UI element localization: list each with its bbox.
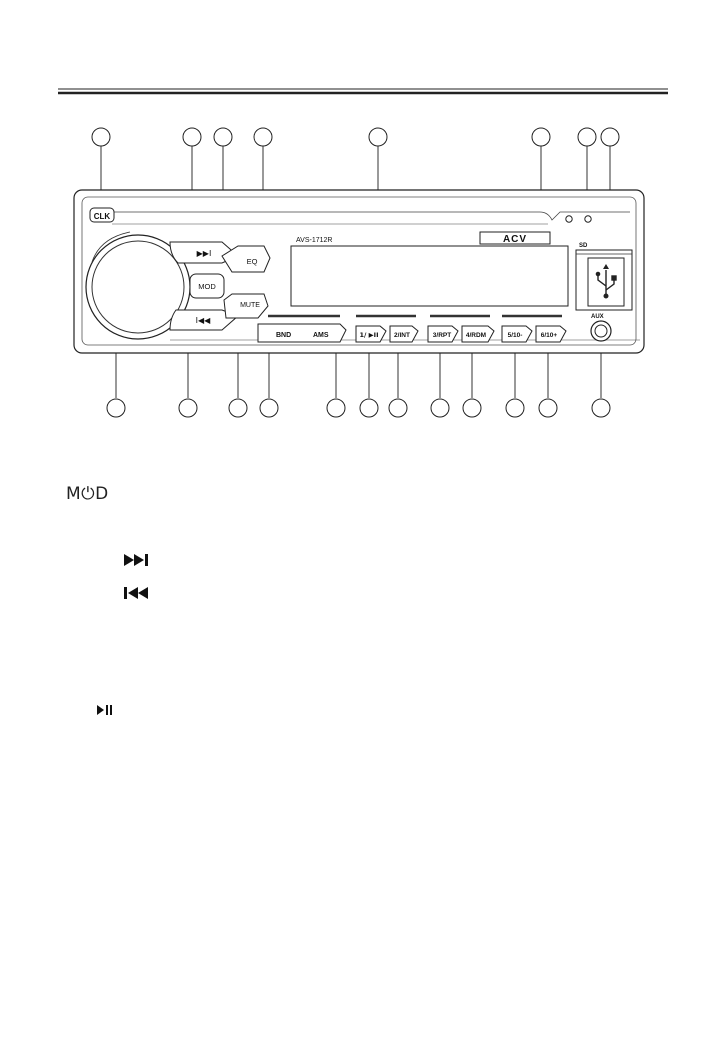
mod-power-symbol: M⏻D bbox=[66, 484, 109, 504]
aux-label: AUX bbox=[591, 314, 604, 320]
sd-label: SD bbox=[579, 243, 588, 249]
aux-jack[interactable] bbox=[590, 320, 612, 342]
next-track-icon: ▶▶I bbox=[197, 249, 212, 258]
eq-label: EQ bbox=[247, 257, 258, 266]
bnd-label: BND bbox=[276, 332, 291, 339]
mod-label: MOD bbox=[198, 282, 216, 291]
callout-6 bbox=[531, 127, 551, 147]
callout-12 bbox=[259, 398, 279, 418]
callout-14 bbox=[359, 398, 379, 418]
preset-2-label: 2/INT bbox=[394, 332, 410, 339]
usb-port[interactable] bbox=[587, 257, 625, 307]
callout-19 bbox=[538, 398, 558, 418]
callout-5 bbox=[368, 127, 388, 147]
play-pause-icon bbox=[97, 705, 112, 715]
callout-circles-top bbox=[91, 127, 620, 147]
callout-16 bbox=[430, 398, 450, 418]
next-track-icon bbox=[124, 554, 148, 566]
mute-label: MUTE bbox=[240, 302, 260, 309]
callout-9 bbox=[106, 398, 126, 418]
lcd-display bbox=[268, 231, 569, 318]
ams-label: AMS bbox=[313, 332, 329, 339]
preset-3-label: 3/RPT bbox=[433, 332, 451, 339]
prev-button[interactable] bbox=[169, 309, 239, 331]
callout-20 bbox=[591, 398, 611, 418]
preset-4-button[interactable] bbox=[461, 325, 495, 343]
preset-6-button[interactable] bbox=[535, 325, 567, 343]
preset-6-label: 6/10+ bbox=[541, 332, 558, 339]
preset-1-button[interactable] bbox=[355, 325, 387, 343]
callout-4 bbox=[253, 127, 273, 147]
preset-3-button[interactable] bbox=[427, 325, 459, 343]
clk-label: CLK bbox=[94, 212, 111, 221]
callout-15 bbox=[388, 398, 408, 418]
callout-11 bbox=[228, 398, 248, 418]
callout-17 bbox=[462, 398, 482, 418]
eq-button[interactable] bbox=[221, 245, 271, 273]
callout-7 bbox=[577, 127, 597, 147]
callout-circles-bottom bbox=[106, 398, 611, 418]
previous-track-icon bbox=[124, 587, 148, 599]
preset-5-label: 5/10- bbox=[508, 332, 523, 339]
preset-2-button[interactable] bbox=[389, 325, 419, 343]
volume-knob[interactable] bbox=[85, 231, 191, 340]
callout-10 bbox=[178, 398, 198, 418]
mute-button[interactable] bbox=[223, 293, 269, 319]
usb-icon bbox=[595, 264, 617, 299]
callout-3 bbox=[213, 127, 233, 147]
preset-1-label: 1/ ▶II bbox=[360, 331, 379, 339]
callout-13 bbox=[326, 398, 346, 418]
callout-18 bbox=[505, 398, 525, 418]
callout-1 bbox=[91, 127, 111, 147]
bnd-ams-button[interactable] bbox=[257, 323, 347, 343]
indicator-leds bbox=[565, 215, 592, 223]
model-label: AVS-1712R bbox=[296, 237, 332, 244]
callout-8 bbox=[600, 127, 620, 147]
callout-2 bbox=[182, 127, 202, 147]
preset-5-button[interactable] bbox=[501, 325, 533, 343]
preset-4-label: 4/RDM bbox=[466, 332, 486, 339]
clk-button[interactable] bbox=[89, 207, 115, 223]
header-rule bbox=[58, 88, 668, 95]
previous-track-icon: I◀◀ bbox=[196, 316, 212, 325]
mod-button[interactable] bbox=[189, 273, 225, 299]
brand-logo: ACV bbox=[503, 234, 527, 245]
